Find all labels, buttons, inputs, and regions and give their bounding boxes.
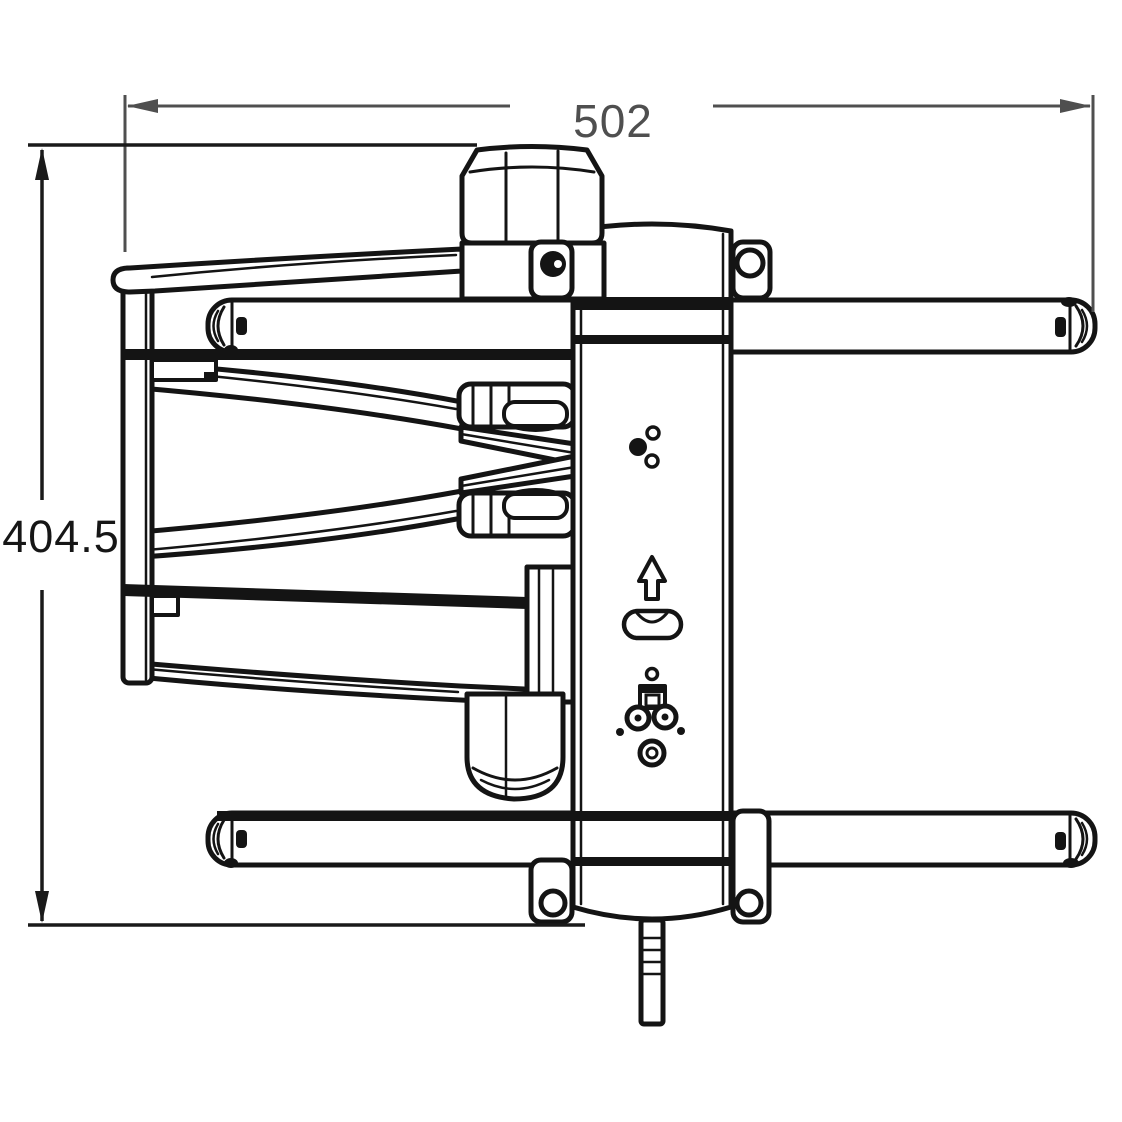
upper-elbow-bushing-rim [507,424,564,432]
bottom-bar-right-slot [1055,832,1066,850]
upper-elbow-bushing [502,400,569,428]
dot-ring-1 [645,425,661,441]
pivot-pin-highlight [554,260,562,268]
column-top-clamp-band2 [571,335,733,344]
screw-hole-left-center [634,714,642,722]
screw-hole-bottom [637,738,667,768]
threaded-stem [638,917,666,1027]
pivot-hole-bottom-left [538,888,568,918]
bottom-bar-left-pin [224,858,238,868]
hinge-ears [528,239,773,925]
top-bar-right-cap-arc [1074,304,1085,348]
lower-plate-edge [123,584,527,609]
top-arm-beam-line [150,253,458,279]
arm-foot-rim [471,766,559,782]
small-hole-icon [644,666,660,682]
dimension-width: 502 [123,95,1095,312]
arm-assembly [110,246,578,802]
dimension-height: 404.5 [2,143,585,927]
knob-facet-arc [468,165,596,174]
dot-large [629,438,647,456]
alignment-dots-icon [629,425,661,469]
connector-port-icon [638,684,667,710]
top-bar-right-slot [1055,317,1066,337]
column-bottom-clamp-band2 [571,857,733,866]
lower-elbow-bushing [502,492,569,520]
width-arrow-right [1060,99,1091,113]
bottom-arm-beam-line [134,666,460,694]
lower-elbow-wedge-line [459,465,577,488]
bottom-bar-right-pin [1063,858,1079,868]
height-arrow-bottom [35,891,49,923]
lower-plate-notch [150,594,180,617]
screw-hole-cluster-icon [616,703,685,768]
stem-rod [638,917,666,1027]
mounting-knob [459,144,607,302]
connector-inner [644,693,661,708]
knob-body [459,144,605,246]
tiny-dot-left [616,728,624,736]
bottom-bar-left-cap-arc [216,818,226,860]
arrow-up-icon [637,555,667,601]
arm-foot [464,691,566,802]
cable-slot-arc [635,611,669,624]
tiny-dot-right [677,727,685,735]
height-dimension-label: 404.5 [2,511,120,562]
top-arm-beam [110,246,465,295]
lower-elbow-bushing-rim [507,488,564,496]
arm-vertical-segment [524,564,577,705]
top-bar-left-slot [236,317,247,335]
upper-elbow-wedge-line [459,432,577,455]
pivot-hole-top-right [734,247,766,279]
lower-elbow-wedge [458,453,578,496]
screw-hole-bottom-inner [645,746,659,760]
bottom-bar-right-cap-arc2 [1080,821,1089,857]
top-bar-left-cap-arc [216,305,226,347]
upper-plate-edge [123,349,577,360]
pivot-pin-top-left [540,251,566,277]
lower-arm-beam-line [134,509,458,553]
screw-hole-right-center [661,713,669,721]
connector-top-bar [640,686,665,693]
width-dimension-label: 502 [573,95,653,147]
column-top-clamp-band [571,297,733,310]
column-icons [616,425,685,768]
top-bar-left-cap-arc2 [212,309,220,343]
upper-plate-notch [150,358,218,382]
cable-slot-icon [621,608,684,641]
wall-plate [120,265,155,686]
top-bar-right-cap-arc2 [1080,308,1089,344]
arm-foot-rim2 [479,778,551,791]
cable-slot-outline [621,608,684,641]
width-arrow-left [127,99,158,113]
bottom-bar-left-cap-arc2 [212,822,220,856]
pivot-hole-bottom-right [734,888,764,918]
bottom-bar-clamp-band [217,811,760,821]
bottom-bar-right-cap-arc [1074,817,1085,861]
height-arrow-top [35,148,49,180]
column-bottom-clamp-band [571,811,733,821]
bottom-bar-left-slot [236,830,247,848]
top-bar-right-pin [1061,297,1077,307]
dot-ring-2 [644,453,660,469]
upper-plate-notch-step [204,372,216,381]
